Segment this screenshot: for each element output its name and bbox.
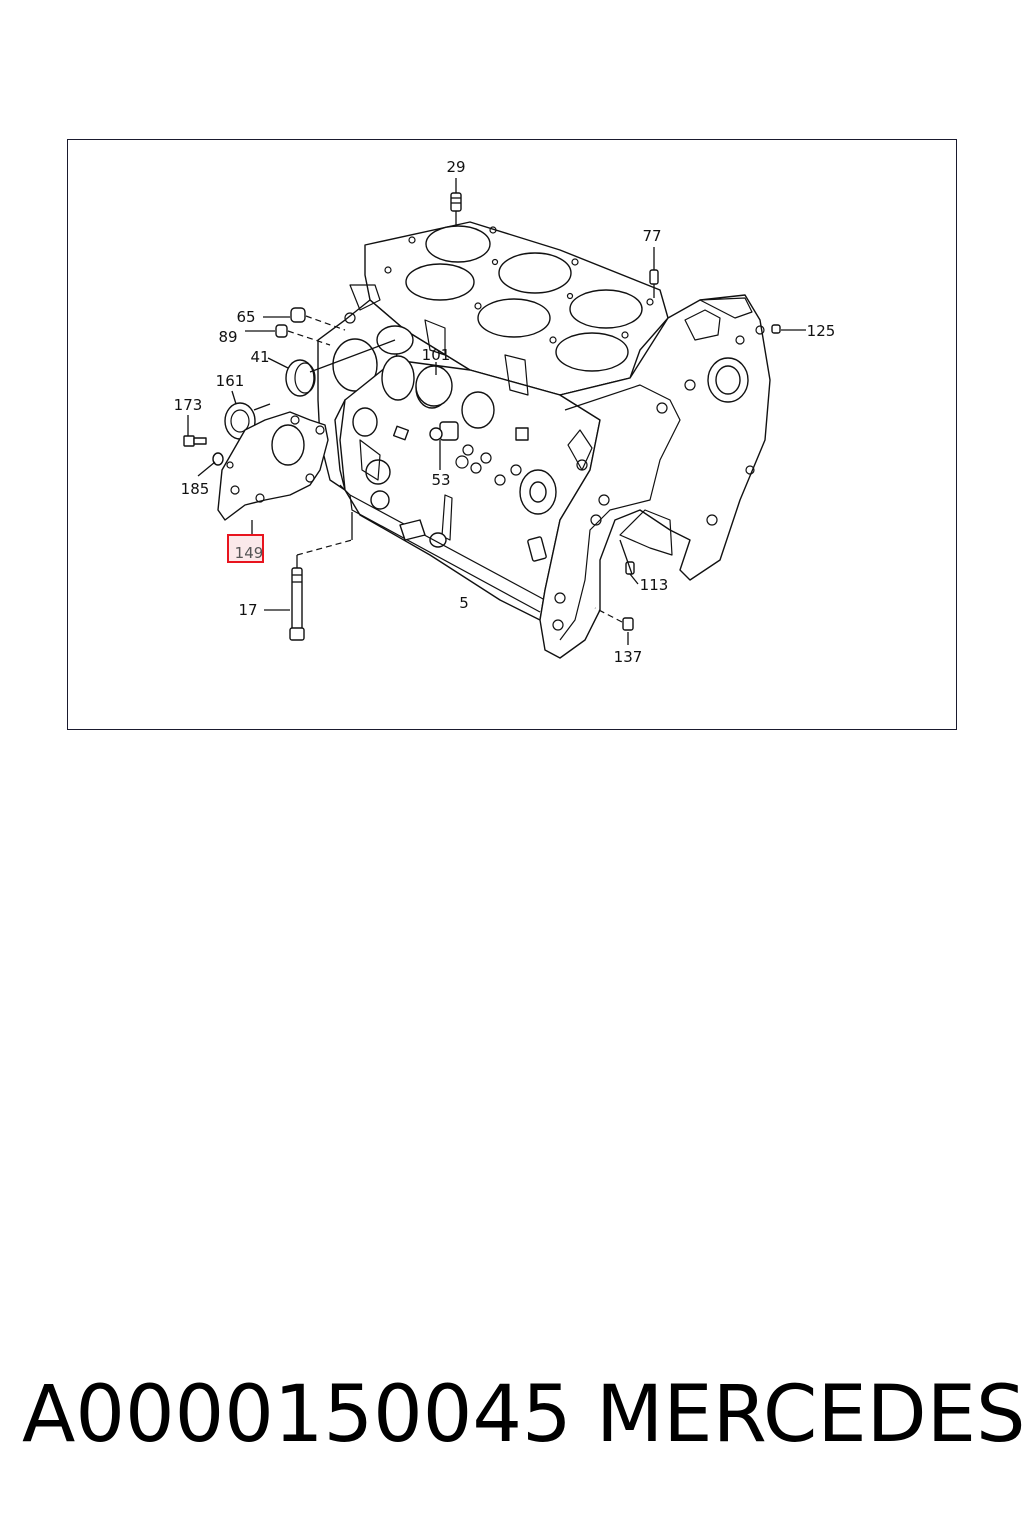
callout-149-highlight-box	[227, 534, 264, 563]
caption: A0000150045 MERCEDES	[0, 1370, 1024, 1470]
leader-lines	[187, 178, 806, 645]
loose-parts	[183, 192, 781, 641]
callout-137[interactable]: 137	[614, 648, 643, 666]
callout-41[interactable]: 41	[250, 348, 269, 366]
callout-17[interactable]: 17	[238, 601, 257, 619]
callout-89[interactable]: 89	[218, 328, 237, 346]
callout-185[interactable]: 185	[181, 480, 210, 498]
callout-161[interactable]: 161	[216, 372, 245, 390]
brand-name: MERCEDES	[596, 1370, 1024, 1460]
callout-labels: 29 77 65 89 125 41 101 161 173 53 185 11…	[174, 158, 836, 666]
callout-113[interactable]: 113	[640, 576, 669, 594]
callout-77[interactable]: 77	[642, 227, 661, 245]
callout-65[interactable]: 65	[236, 308, 255, 326]
callout-149[interactable]: 149	[235, 544, 264, 562]
callout-29[interactable]: 29	[446, 158, 465, 176]
callout-101[interactable]: 101	[422, 346, 451, 364]
callout-5[interactable]: 5	[459, 594, 469, 612]
callout-173[interactable]: 173	[174, 396, 203, 414]
callout-53[interactable]: 53	[431, 471, 450, 489]
engine-block-drawing	[317, 221, 771, 659]
part-number: A0000150045	[22, 1370, 572, 1460]
callout-125[interactable]: 125	[807, 322, 836, 340]
